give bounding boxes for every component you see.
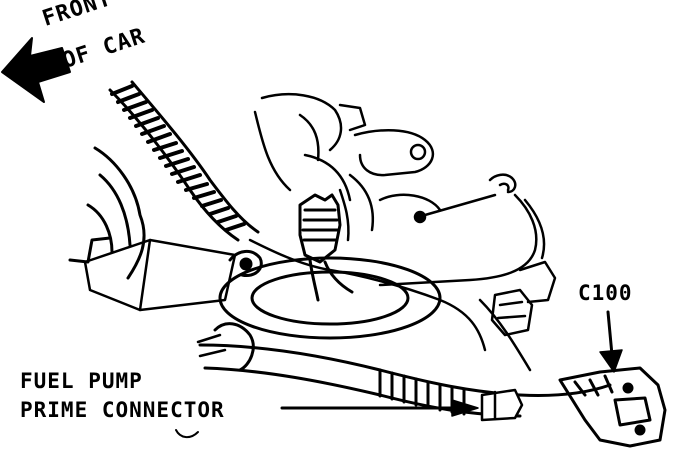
prime-connector-body	[480, 388, 524, 422]
battery-tray	[83, 238, 237, 312]
ignition-module	[298, 193, 354, 302]
engine-block	[253, 92, 442, 242]
bracket-mark	[175, 429, 199, 438]
c100-connector	[558, 366, 667, 448]
fender-outline	[68, 146, 146, 280]
fuel-pump-label-line1: FUEL PUMP	[20, 369, 143, 393]
vacuum-line	[378, 173, 546, 287]
prime-connector-pointer-arrow	[280, 399, 479, 417]
air-cleaner-ring	[218, 250, 442, 340]
c100-label: C100	[578, 281, 633, 305]
c100-pointer-arrow	[599, 310, 623, 373]
radiator-hose	[108, 80, 260, 242]
relay-cluster	[490, 260, 557, 337]
fuel-pump-label-line2: PRIME CONNECTOR	[20, 398, 225, 422]
left-arrow-icon	[1, 37, 71, 103]
